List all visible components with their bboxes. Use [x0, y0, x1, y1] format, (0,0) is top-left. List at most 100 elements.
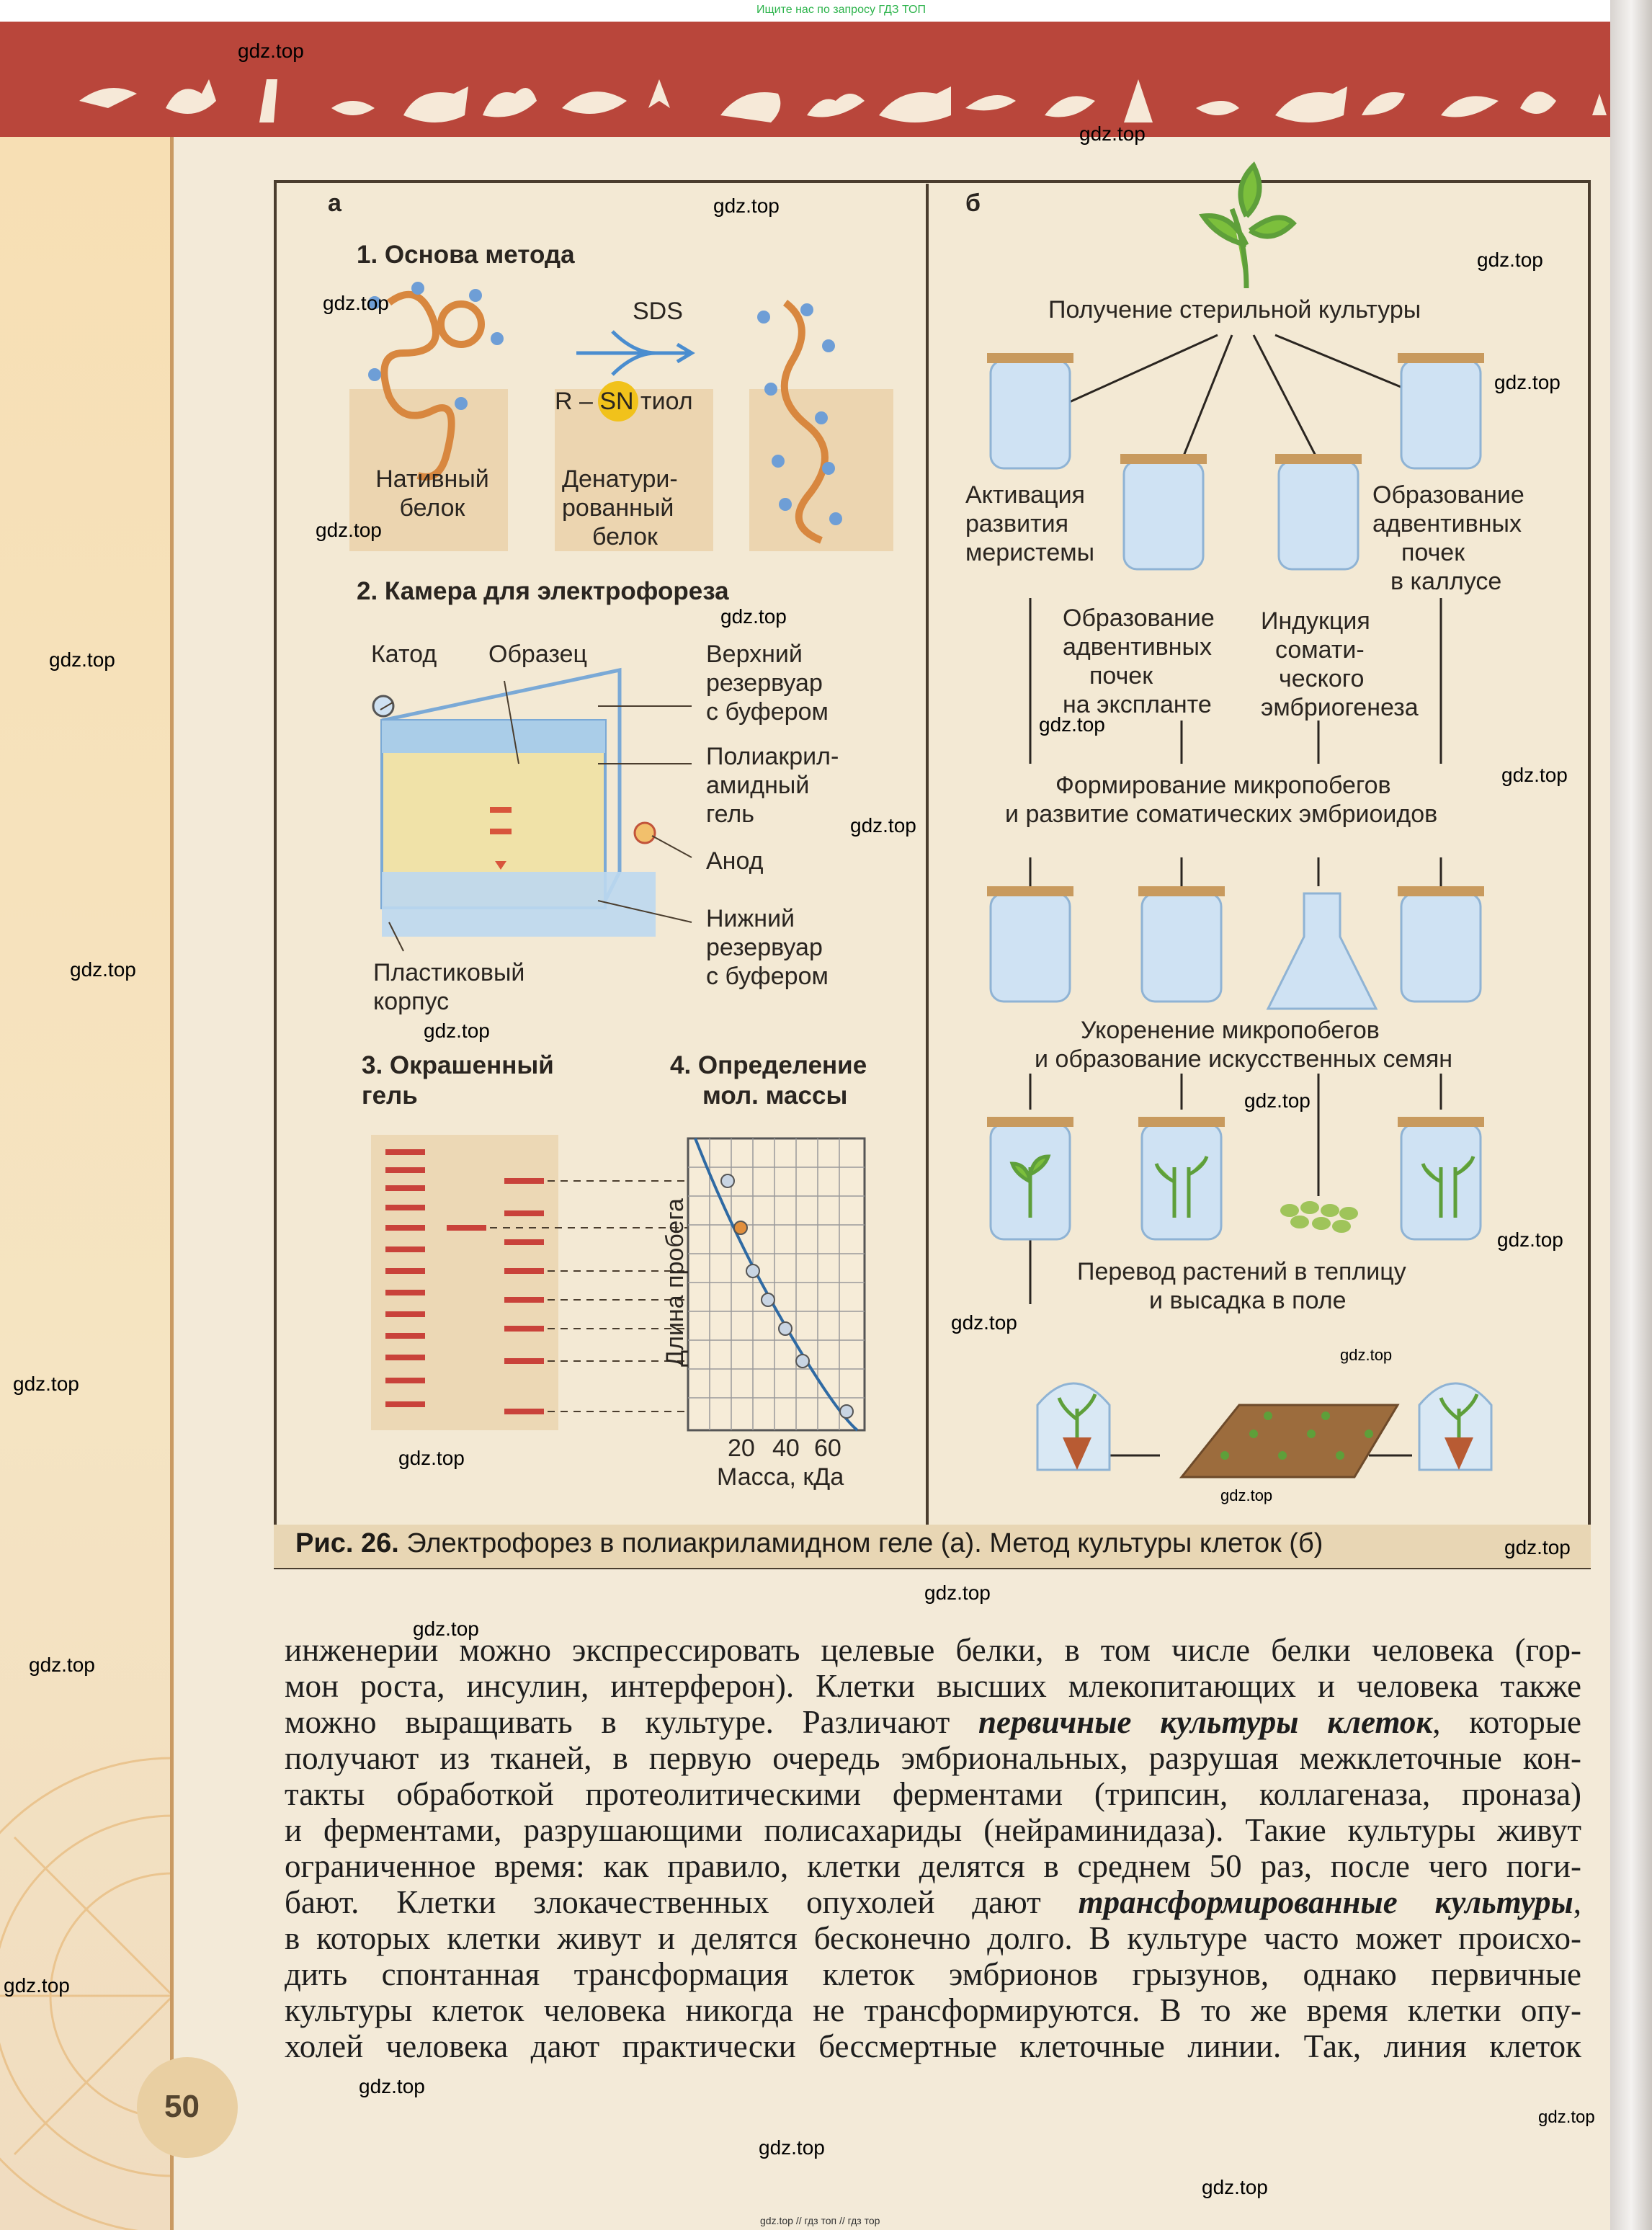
body-line: культуры клеток человека никогда не тран…	[285, 1992, 1581, 2028]
compass-rose-icon	[0, 1757, 173, 2230]
case-label-1: Пластиковый	[373, 959, 525, 986]
watermark: gdz.top	[29, 1654, 95, 1676]
watermark: gdz.top	[850, 814, 916, 837]
watermark: gdz.top	[323, 292, 389, 314]
adv-callus-2: адвентивных	[1372, 510, 1522, 538]
cathode-marker	[372, 695, 395, 718]
watermark: gdz.top	[424, 1020, 490, 1042]
rooting-2: и образование искусственных семян	[1035, 1045, 1453, 1073]
caption-bar	[274, 1525, 1591, 1568]
watermark: gdz.top	[413, 1618, 479, 1640]
greenhouse-domes	[1036, 1382, 1493, 1471]
term-transformed-cultures: трансформированные культуры	[1078, 1884, 1573, 1920]
lower-reservoir-3: с буфером	[706, 963, 829, 990]
figure-caption: Рис. 26. Электрофорез в полиакриламидном…	[295, 1528, 1323, 1559]
anode-label: Анод	[706, 847, 764, 875]
tick-60: 60	[814, 1435, 841, 1462]
case-label-2: корпус	[373, 988, 450, 1015]
watermark: gdz.top	[1202, 2176, 1268, 2198]
gel-label-3: гель	[706, 800, 754, 828]
native-protein-ball	[437, 300, 485, 348]
watermark: gdz.top	[1494, 371, 1561, 393]
culture-jars	[989, 359, 1482, 1241]
charge-markers	[368, 282, 842, 525]
upper-reservoir-2: резервуар	[706, 669, 823, 697]
watermark: gdz.top	[1244, 1089, 1311, 1112]
adv-explant-4: на экспланте	[1063, 691, 1212, 718]
transfer-1: Перевод растений в теплицу	[1077, 1258, 1406, 1285]
page-number-badge: 50	[137, 2057, 238, 2158]
curve-points	[720, 1174, 854, 1419]
panel-a-step1-art	[349, 282, 893, 551]
watermark: gdz.top	[316, 519, 382, 541]
step1-title: 1. Основа метода	[357, 241, 575, 269]
gel-band-ladder-left	[385, 1149, 425, 1407]
body-line: можно выращивать в культуре. Различают п…	[285, 1704, 1581, 1740]
formation-2: и развитие соматических эмбриоидов	[1005, 800, 1438, 828]
body-line: такты обработкой протеолитическими ферме…	[285, 1776, 1581, 1812]
body-line: ограниченное время: как правило, клетки …	[285, 1848, 1581, 1884]
decor-banner	[0, 22, 1652, 137]
adv-callus-4: в каллусе	[1390, 568, 1502, 595]
body-fragment: можно выращивать в культуре. Различают	[285, 1704, 979, 1740]
induction-2: сомати-	[1275, 636, 1365, 664]
body-line: мон роста, инсулин, интерферон). Клетки …	[285, 1668, 1581, 1704]
watermark: gdz.top	[1477, 249, 1543, 271]
induction-4: эмбриогенеза	[1261, 694, 1419, 721]
term-primary-cultures: первичные культуры клеток	[978, 1704, 1433, 1740]
margin-rule	[170, 137, 174, 2230]
induction-3: ческого	[1279, 665, 1365, 692]
native-protein-coil	[380, 290, 455, 481]
watermark: gdz.top	[1340, 1346, 1393, 1364]
sample-point	[733, 1221, 748, 1235]
body-fragment: бают. Клетки злокачественных опухолей да…	[285, 1884, 1079, 1920]
watermark: gdz.top	[13, 1373, 79, 1395]
anode-marker	[633, 821, 656, 844]
site-notice: Ищите нас по запросу ГДЗ ТОП	[756, 4, 926, 16]
adv-callus-3: почек	[1401, 539, 1465, 566]
watermark: gdz.top	[759, 2136, 825, 2159]
watermark: gdz.top	[70, 958, 136, 981]
body-line: получают из тканей, в первую очередь эмб…	[285, 1740, 1581, 1776]
electrophoresis-chamber	[372, 667, 692, 952]
mass-curve	[694, 1138, 859, 1432]
panel-b-art	[987, 161, 1493, 1479]
lower-reservoir-2: резервуар	[706, 934, 823, 961]
sn-circle	[598, 381, 638, 422]
native-protein-label: Нативный белок	[375, 465, 489, 522]
field-plot	[1179, 1404, 1400, 1479]
adv-explant-1: Образование	[1063, 605, 1215, 632]
step2-title: 2. Камера для электрофореза	[357, 577, 729, 605]
body-line: в которых клетки живут и делятся бесконе…	[285, 1920, 1581, 1956]
watermark: gdz.top	[398, 1447, 465, 1469]
step3-title-2: гель	[362, 1081, 418, 1110]
watermark: gdz.top	[1039, 713, 1105, 736]
watermark: gdz.top	[720, 605, 787, 628]
rsn-label: R – SN тиол	[555, 388, 693, 415]
upper-reservoir-1: Верхний	[706, 641, 803, 668]
panel-b-letter: б	[965, 189, 981, 217]
transfer-2: и высадка в поле	[1149, 1287, 1347, 1314]
stained-gel	[371, 1135, 847, 1430]
adv-callus-1: Образование	[1372, 481, 1524, 509]
watermark: gdz.top	[1497, 1228, 1563, 1251]
watermark: gdz.top	[951, 1311, 1017, 1334]
tick-40: 40	[772, 1435, 800, 1462]
book-spine	[1610, 0, 1652, 2230]
step3-title-1: 3. Окрашенный	[362, 1051, 554, 1079]
denatured-label-3: белок	[592, 523, 658, 550]
activation-3: меристемы	[965, 539, 1095, 566]
body-line: бают. Клетки злокачественных опухолей да…	[285, 1884, 1581, 1920]
gel-band-ladder-right	[504, 1178, 544, 1414]
left-margin-decor	[0, 137, 173, 2230]
step4-title-2: мол. массы	[702, 1081, 848, 1110]
body-line: инженерии можно экспрессировать целевые …	[285, 1632, 1581, 1668]
activation-2: развития	[965, 510, 1069, 538]
sds-arrow	[576, 330, 695, 376]
watermark: gdz.top	[713, 195, 780, 217]
induction-1: Индукция	[1261, 607, 1370, 635]
animal-silhouettes	[79, 79, 1607, 122]
gel-label-2: амидный	[706, 772, 810, 799]
watermark: gdz.top	[1538, 2108, 1595, 2127]
figure-drawings	[349, 161, 1493, 1479]
